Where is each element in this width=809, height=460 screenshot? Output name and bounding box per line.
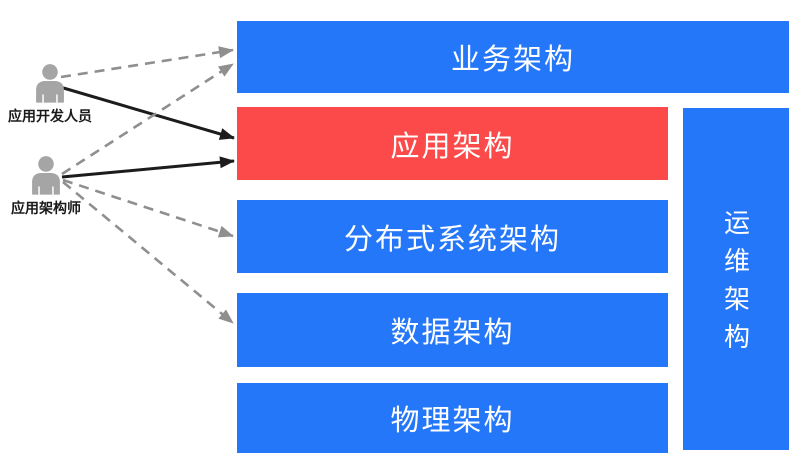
layer-distributed: 分布式系统架构	[237, 200, 668, 273]
layer-distributed-label: 分布式系统架构	[343, 223, 561, 256]
person-icon	[32, 156, 60, 195]
actor-architect-label: 应用架构师	[11, 200, 81, 216]
layer-operations-label: 运维架构	[720, 209, 751, 361]
actor-developer: 应用开发人员	[4, 61, 96, 126]
layer-data-label: 数据架构	[390, 317, 515, 349]
layer-application-label: 应用架构	[390, 130, 515, 163]
layer-physical: 物理架构	[237, 383, 668, 453]
layer-business: 业务架构	[237, 21, 789, 93]
person-icon	[36, 64, 64, 103]
actor-developer-label: 应用开发人员	[8, 108, 92, 124]
layer-business-label: 业务架构	[450, 44, 575, 76]
layer-operations: 运维架构	[683, 108, 789, 450]
actor-architect: 应用架构师	[2, 153, 90, 218]
layer-physical-label: 物理架构	[390, 405, 515, 437]
layer-application: 应用架构	[237, 107, 668, 180]
layer-data: 数据架构	[237, 293, 668, 367]
